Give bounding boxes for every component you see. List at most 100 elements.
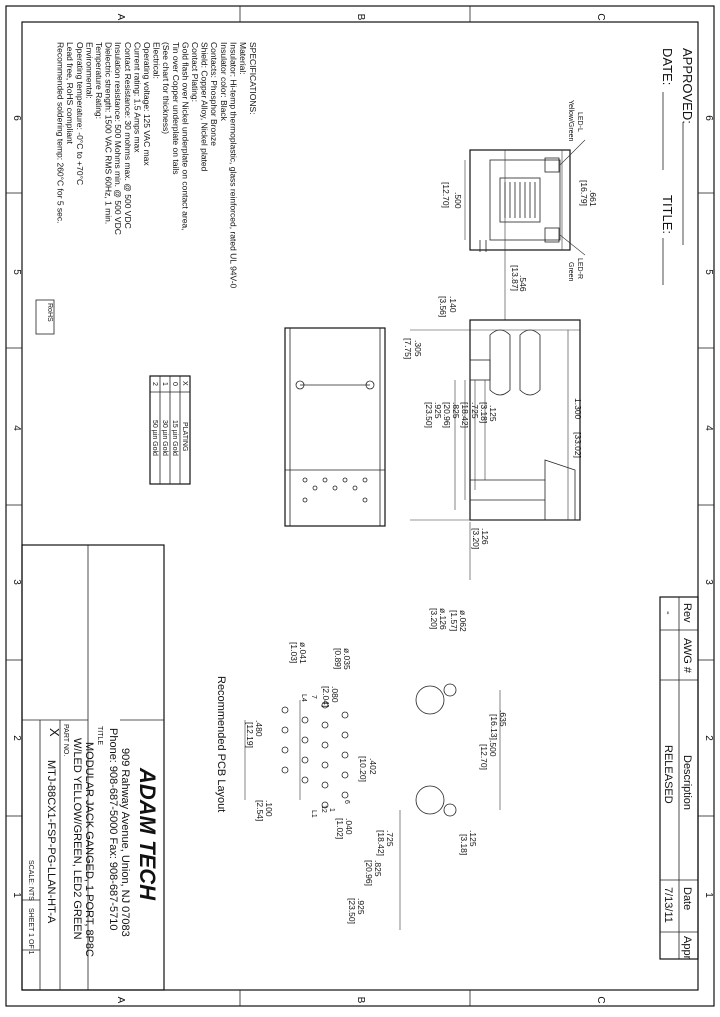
title-block: ADAM TECH 909 Rahway Avenue, Union, NJ 0… bbox=[21, 544, 165, 991]
scale-label: SCALE: NTS bbox=[27, 860, 34, 901]
zone-num: 2 bbox=[703, 735, 714, 741]
pcb-hole-small bbox=[443, 683, 457, 697]
zone-num: 6 bbox=[11, 115, 22, 121]
spec-line: Temperature Rating: bbox=[94, 42, 104, 119]
pcb-layout: Recommended PCB Layout ø.062[1.57]ø.126[… bbox=[215, 608, 508, 930]
dim-text: [33.02] bbox=[573, 432, 583, 458]
dim-text: .125 bbox=[488, 405, 498, 422]
dim-text: [3.18] bbox=[459, 834, 469, 855]
spec-line: Dielectric strength: 1500 VAC RMS 60Hz, … bbox=[104, 42, 114, 224]
zone-letter: A bbox=[115, 997, 126, 1004]
pcb-dims: ø.062[1.57]ø.126[3.20].635[16.13].500[12… bbox=[245, 608, 508, 924]
zone-num: 4 bbox=[11, 425, 22, 431]
plating-code: 1 bbox=[161, 382, 168, 386]
date-label: DATE: bbox=[660, 48, 675, 85]
description-value: RELEASED bbox=[662, 745, 674, 804]
pin-label: 7 bbox=[310, 695, 317, 699]
dim-text: .925 bbox=[356, 898, 366, 915]
dim-text: .140 bbox=[448, 296, 458, 313]
zone-numbers-right: 6 5 4 3 2 1 bbox=[703, 115, 714, 898]
plating-code: 0 bbox=[171, 382, 178, 386]
spec-line: Tin over Copper underplate on tails bbox=[171, 42, 181, 174]
dim-text: [23.50] bbox=[424, 402, 434, 428]
dim-text: .100 bbox=[264, 800, 274, 817]
dim-text: [2.04] bbox=[321, 686, 331, 707]
date-value: 7/13/11 bbox=[662, 887, 674, 923]
plating-value: 50 µin Gold bbox=[151, 420, 158, 456]
specifications: SPECIFICATIONS: Material:Insulator: Hi-t… bbox=[35, 42, 258, 335]
spec-line: Operating temperature: -0°C to +70°C bbox=[75, 42, 85, 185]
plating-value: 15 µin Gold bbox=[171, 420, 178, 456]
dim-text: [16.79] bbox=[579, 180, 589, 206]
led-right-window bbox=[544, 227, 560, 243]
spec-line: Electrical: bbox=[152, 42, 162, 79]
led-left-label: LED-L bbox=[576, 112, 583, 132]
dim-text: .500 bbox=[453, 192, 463, 209]
pin-label: L1 bbox=[310, 810, 317, 818]
zone-num: 3 bbox=[11, 579, 22, 585]
dim-text: .925 bbox=[433, 402, 443, 419]
zone-num: 6 bbox=[703, 115, 714, 121]
pcb-hole-large bbox=[415, 685, 445, 715]
zone-num: 5 bbox=[11, 269, 22, 275]
dim-text: [10.20] bbox=[358, 756, 368, 782]
dim-text: .305 bbox=[413, 340, 423, 357]
pcb-pin-hole bbox=[281, 726, 289, 734]
spec-line: (See chart for thickness) bbox=[161, 42, 171, 134]
dim-text: [12.70] bbox=[479, 744, 489, 770]
zone-letter: B bbox=[355, 14, 366, 21]
dim-text: [20.96] bbox=[442, 402, 452, 428]
spec-line: Material: bbox=[238, 42, 248, 75]
dim-text: .825 bbox=[373, 860, 383, 877]
rev-value: - bbox=[662, 611, 674, 615]
zone-numbers-left: 6 5 4 3 2 1 bbox=[11, 115, 22, 898]
pcb-pin-hole bbox=[281, 766, 289, 774]
rohs-badge bbox=[35, 299, 55, 335]
company-address: 909 Rahway Avenue, Union, NJ 07083 bbox=[119, 748, 131, 937]
plating-header: PLATING bbox=[181, 422, 188, 451]
description-header: Description bbox=[681, 755, 693, 810]
dim-text: .126 bbox=[480, 528, 490, 545]
spec-line: Environmental: bbox=[84, 42, 94, 99]
zone-letter: B bbox=[355, 997, 366, 1004]
dim-text: .500 bbox=[488, 740, 498, 757]
zone-num: 2 bbox=[11, 735, 22, 741]
pcb-pin-hole bbox=[281, 706, 289, 714]
dim-text: [1.02] bbox=[335, 818, 345, 839]
led-left-window bbox=[544, 157, 560, 173]
dim-text: .480 bbox=[254, 720, 264, 737]
dim-text: [0.89] bbox=[333, 648, 343, 669]
dim-text: [18.42] bbox=[460, 402, 470, 428]
sheet-label: SHEET 1 OF 1 bbox=[27, 908, 34, 955]
x-mark: X bbox=[47, 728, 62, 737]
dim-text: .546 bbox=[518, 275, 528, 292]
plating-value: 30 µin Gold bbox=[161, 420, 168, 456]
awg-header: AWG # bbox=[681, 638, 693, 674]
zone-letter: A bbox=[115, 14, 126, 21]
pcb-pin-hole bbox=[341, 731, 349, 739]
pcb-caption: Recommended PCB Layout bbox=[215, 676, 227, 812]
dim-text: [1.57] bbox=[449, 610, 459, 631]
spec-line: Contact Resistance: 30 mohms max. @ 500 … bbox=[123, 42, 133, 229]
dim-text: 1.300 bbox=[573, 398, 583, 420]
dim-text: .635 bbox=[498, 710, 508, 727]
dim-text: [12.70] bbox=[441, 182, 451, 208]
dim-text: .402 bbox=[368, 758, 378, 775]
pcb-pin-hole bbox=[301, 736, 309, 744]
drawing-title-2: W/LED YELLOW/GREEN, LED2 GREEN bbox=[71, 738, 83, 940]
dim-text: .125 bbox=[468, 830, 478, 847]
date-header: Date bbox=[681, 887, 693, 910]
pcb-pin-hole bbox=[321, 801, 329, 809]
spec-line: Insulation resistance: 500 Mohms min. @ … bbox=[113, 42, 123, 235]
zone-letter: C bbox=[595, 996, 606, 1003]
zone-num: 3 bbox=[703, 579, 714, 585]
plating-code: 2 bbox=[151, 382, 158, 386]
zone-num: 1 bbox=[11, 892, 22, 898]
front-view: LED-L Yellow/Green LED-R Green .661 [16.… bbox=[441, 100, 598, 320]
part-no-label: PART NO. bbox=[62, 724, 69, 756]
spec-line: Lead free, RoHS compliant bbox=[65, 42, 75, 145]
dim-text: [3.56] bbox=[438, 296, 448, 317]
dim-text: [3.18] bbox=[479, 402, 489, 423]
side-view: .140 [3.56] .305 [7.75] 1.300 [33.02] .1… bbox=[403, 296, 583, 580]
